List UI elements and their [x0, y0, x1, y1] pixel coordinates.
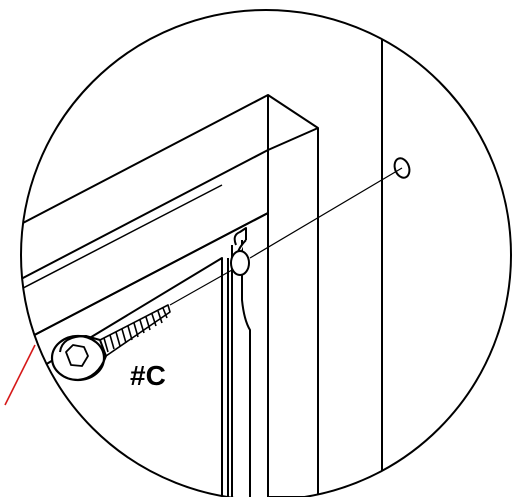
alignment-line [249, 167, 403, 259]
socket-head-screw [50, 304, 171, 382]
channel-screw-hole [230, 250, 250, 276]
screw-label: #C [130, 360, 166, 391]
leader-line [4, 344, 36, 406]
frame-corner [21, 94, 319, 497]
detail-circle [20, 9, 512, 497]
alignment-line [169, 269, 233, 306]
